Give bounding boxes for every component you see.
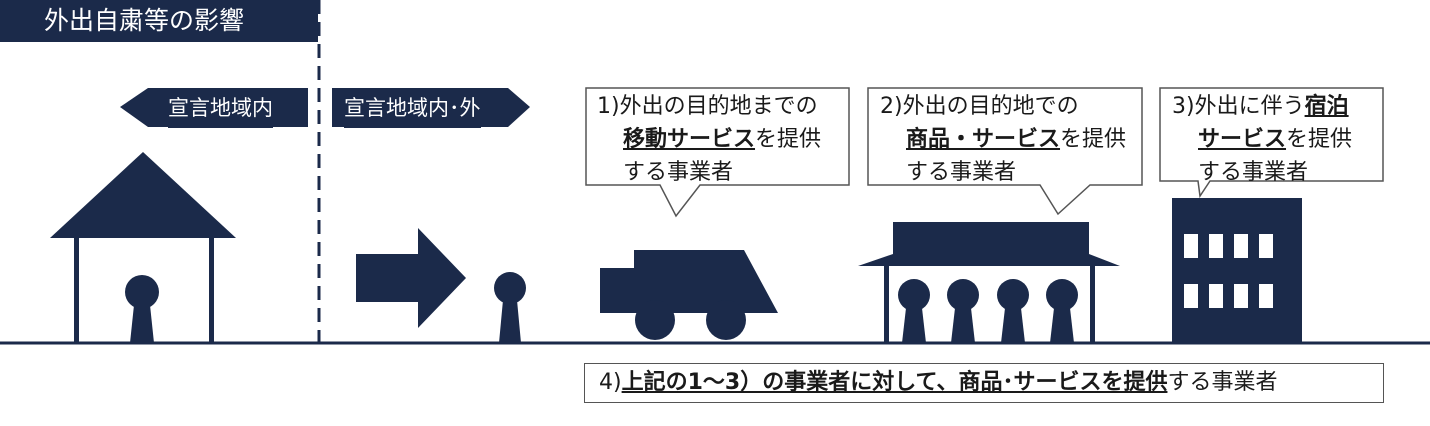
shop-icon: [858, 222, 1120, 343]
callout-3-shape: [1159, 87, 1384, 199]
callout-2-bold: 商品・サービス: [906, 127, 1061, 152]
callout-3-bold-2: サービス: [1198, 127, 1287, 152]
callout-1-shape: [585, 87, 850, 218]
callout-2-rest: を提供: [1060, 127, 1127, 152]
callout-1-text: 1)外出の目的地までの 移動サービスを提供 する事業者: [597, 90, 821, 189]
person-icon: [494, 272, 526, 343]
hotel-building-icon: [1172, 198, 1302, 343]
label-inside-outside-region: 宣言地域内･外: [344, 88, 481, 128]
callout-2-text: 2)外出の目的地での 商品・サービスを提供 する事業者: [880, 90, 1126, 189]
callout-3-text: 3)外出に伴う宿泊 サービスを提供 する事業者: [1172, 90, 1352, 189]
vehicle-icon: [600, 250, 778, 340]
callout-2-line3: する事業者: [906, 160, 1017, 185]
bottom-bold: 上記の1～3）の事業者に対して、商品･サービスを提供: [621, 370, 1168, 395]
page-title: 外出自粛等の影響: [0, 0, 318, 42]
callout-1-rest: を提供: [755, 127, 822, 152]
callout-1-line3: する事業者: [623, 160, 734, 185]
bottom-note: 4)上記の1～3）の事業者に対して、商品･サービスを提供する事業者: [584, 363, 1384, 403]
callout-3-line3: する事業者: [1198, 160, 1309, 185]
house-icon: [50, 152, 236, 343]
bottom-suffix: する事業者: [1167, 370, 1278, 395]
bottom-prefix: 4): [599, 370, 622, 395]
label-inside-region: 宣言地域内: [168, 88, 273, 128]
callout-2-shape: [867, 87, 1143, 216]
callout-3-bold-1: 宿泊: [1304, 94, 1349, 119]
callout-1-bold: 移動サービス: [623, 127, 756, 152]
arrow-right-icon: [356, 228, 466, 328]
callout-2-line1: 2)外出の目的地での: [880, 94, 1079, 119]
callout-3-rest: を提供: [1286, 127, 1353, 152]
callout-3-line1: 3)外出に伴う: [1172, 94, 1305, 119]
callout-1-line1: 1)外出の目的地までの: [597, 94, 818, 119]
